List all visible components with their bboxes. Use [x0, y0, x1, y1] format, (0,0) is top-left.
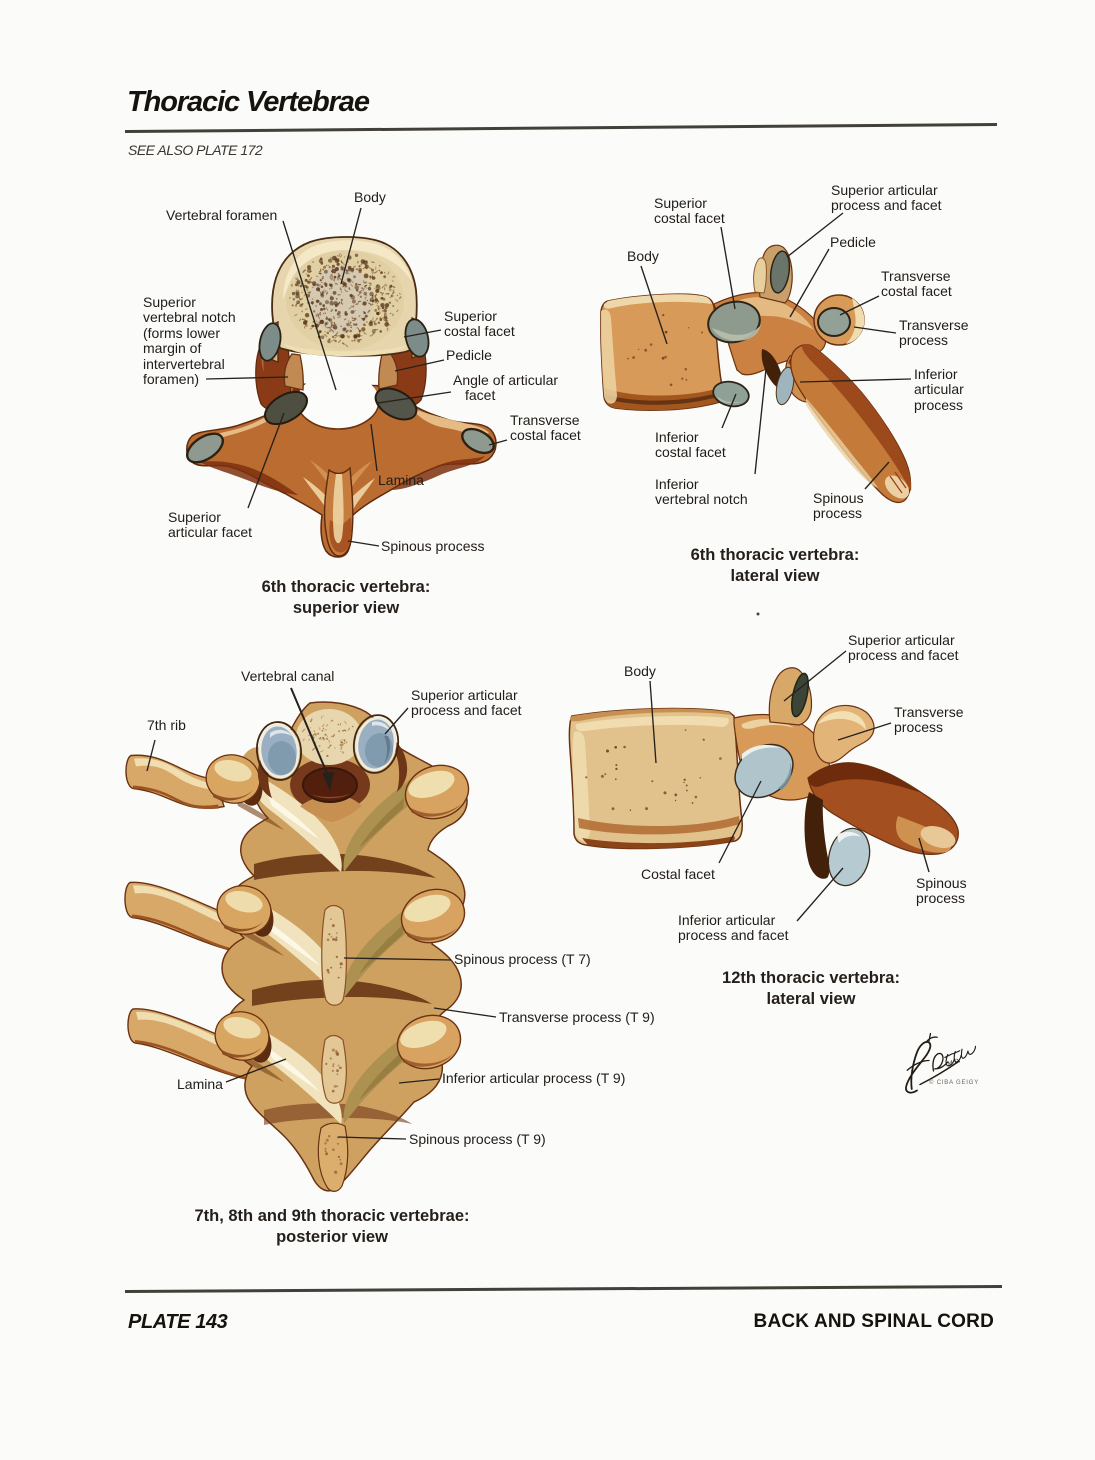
svg-text:© CIBA GEIGY: © CIBA GEIGY	[929, 1079, 979, 1086]
svg-text:M.D.: M.D.	[946, 1057, 962, 1068]
